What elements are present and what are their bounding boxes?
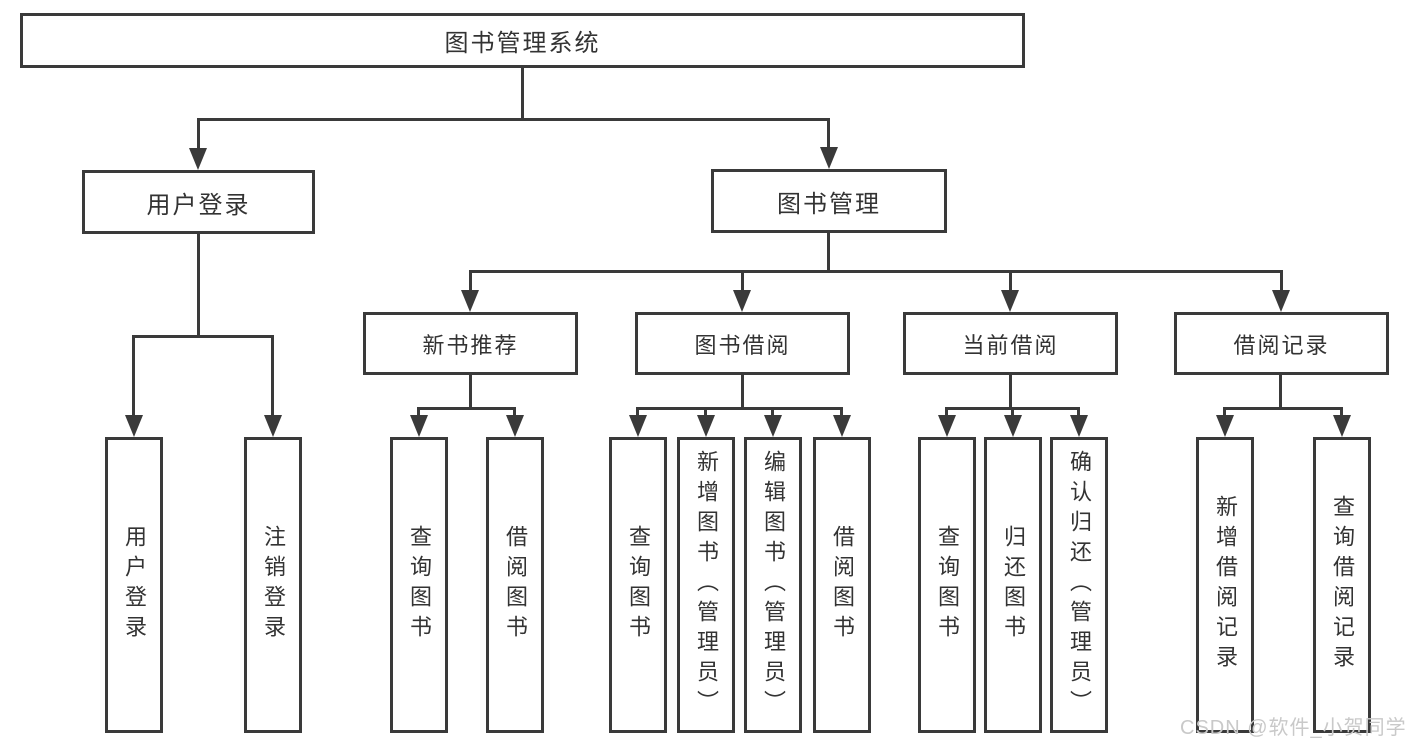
leaf-borrow-books-recommend: 借阅图书 — [486, 437, 544, 733]
connector-vline — [1223, 407, 1226, 415]
connector-vline — [271, 335, 274, 415]
leaf-label: 查询图书 — [407, 525, 432, 645]
node-current-borrowing: 当前借阅 — [903, 312, 1118, 375]
connector-vline — [1009, 375, 1012, 407]
leaf-logout: 注销登录 — [244, 437, 302, 733]
connector-vline — [827, 118, 830, 147]
node-label: 新书推荐 — [422, 332, 519, 358]
watermark: CSDN @软件_小贺同学 — [1180, 717, 1405, 739]
connector-vline — [704, 407, 707, 415]
arrowhead-icon — [938, 415, 956, 437]
connector-vline — [945, 407, 948, 415]
arrowhead-icon — [629, 415, 647, 437]
leaf-borrow-books-borrowing: 借阅图书 — [813, 437, 871, 733]
arrowhead-icon — [1070, 415, 1088, 437]
arrowhead-icon — [733, 290, 751, 312]
leaf-label: 确认归还（管理员） — [1067, 450, 1092, 720]
leaf-add-borrow-record: 新增借阅记录 — [1196, 437, 1254, 733]
arrowhead-icon — [1004, 415, 1022, 437]
node-borrowing-records: 借阅记录 — [1174, 312, 1389, 375]
connector-hline — [636, 407, 843, 410]
arrowhead-icon — [1001, 290, 1019, 312]
arrowhead-icon — [125, 415, 143, 437]
connector-vline — [840, 407, 843, 415]
connector-hline — [469, 270, 1283, 273]
arrowhead-icon — [264, 415, 282, 437]
node-root: 图书管理系统 — [20, 13, 1025, 68]
connector-vline — [197, 234, 200, 335]
node-book-management: 图书管理 — [711, 169, 947, 233]
arrowhead-icon — [833, 415, 851, 437]
connector-hline — [417, 407, 516, 410]
connector-vline — [741, 270, 744, 290]
connector-vline — [1280, 270, 1283, 290]
arrowhead-icon — [189, 148, 207, 170]
arrowhead-icon — [820, 147, 838, 169]
connector-vline — [469, 270, 472, 290]
connector-hline — [1223, 407, 1343, 410]
leaf-confirm-return-admin: 确认归还（管理员） — [1050, 437, 1108, 733]
leaf-label: 借阅图书 — [830, 525, 855, 645]
node-label: 图书管理系统 — [444, 30, 601, 57]
node-label: 图书借阅 — [694, 332, 791, 358]
leaf-label: 归还图书 — [1001, 525, 1026, 645]
connector-vline — [1279, 375, 1282, 407]
connector-vline — [827, 233, 830, 270]
leaf-label: 借阅图书 — [503, 525, 528, 645]
node-label: 图书管理 — [777, 190, 881, 218]
connector-vline — [1009, 270, 1012, 290]
leaf-query-books-current: 查询图书 — [918, 437, 976, 733]
leaf-label: 新增图书（管理员） — [694, 450, 719, 720]
arrowhead-icon — [1333, 415, 1351, 437]
leaf-return-book: 归还图书 — [984, 437, 1042, 733]
node-book-borrowing: 图书借阅 — [635, 312, 850, 375]
leaf-label: 编辑图书（管理员） — [761, 450, 786, 720]
leaf-query-borrow-record: 查询借阅记录 — [1313, 437, 1371, 733]
arrowhead-icon — [1272, 290, 1290, 312]
leaf-query-books-recommend: 查询图书 — [390, 437, 448, 733]
leaf-label: 注销登录 — [261, 525, 286, 645]
connector-vline — [771, 407, 774, 415]
connector-vline — [1340, 407, 1343, 415]
arrowhead-icon — [697, 415, 715, 437]
leaf-user-login: 用户登录 — [105, 437, 163, 733]
arrowhead-icon — [506, 415, 524, 437]
connector-vline — [469, 375, 472, 407]
leaf-query-books-borrowing: 查询图书 — [609, 437, 667, 733]
connector-vline — [741, 375, 744, 407]
connector-vline — [132, 335, 135, 415]
node-label: 借阅记录 — [1233, 332, 1330, 358]
connector-vline — [417, 407, 420, 415]
connector-vline — [513, 407, 516, 415]
connector-hline — [132, 335, 274, 338]
connector-vline — [521, 68, 524, 118]
leaf-add-book-admin: 新增图书（管理员） — [677, 437, 735, 733]
connector-vline — [636, 407, 639, 415]
arrowhead-icon — [461, 290, 479, 312]
connector-vline — [197, 118, 200, 148]
leaf-label: 新增借阅记录 — [1213, 495, 1238, 675]
node-new-book-recommendation: 新书推荐 — [363, 312, 578, 375]
arrowhead-icon — [410, 415, 428, 437]
leaf-label: 查询图书 — [935, 525, 960, 645]
leaf-edit-book-admin: 编辑图书（管理员） — [744, 437, 802, 733]
arrowhead-icon — [764, 415, 782, 437]
connector-vline — [1011, 407, 1014, 415]
node-label: 当前借阅 — [962, 332, 1059, 358]
leaf-label: 查询借阅记录 — [1330, 495, 1355, 675]
node-label: 用户登录 — [146, 191, 251, 219]
leaf-label: 用户登录 — [122, 525, 147, 645]
leaf-label: 查询图书 — [626, 525, 651, 645]
node-user-login: 用户登录 — [82, 170, 315, 234]
arrowhead-icon — [1216, 415, 1234, 437]
connector-vline — [1077, 407, 1080, 415]
connector-hline — [197, 118, 830, 121]
